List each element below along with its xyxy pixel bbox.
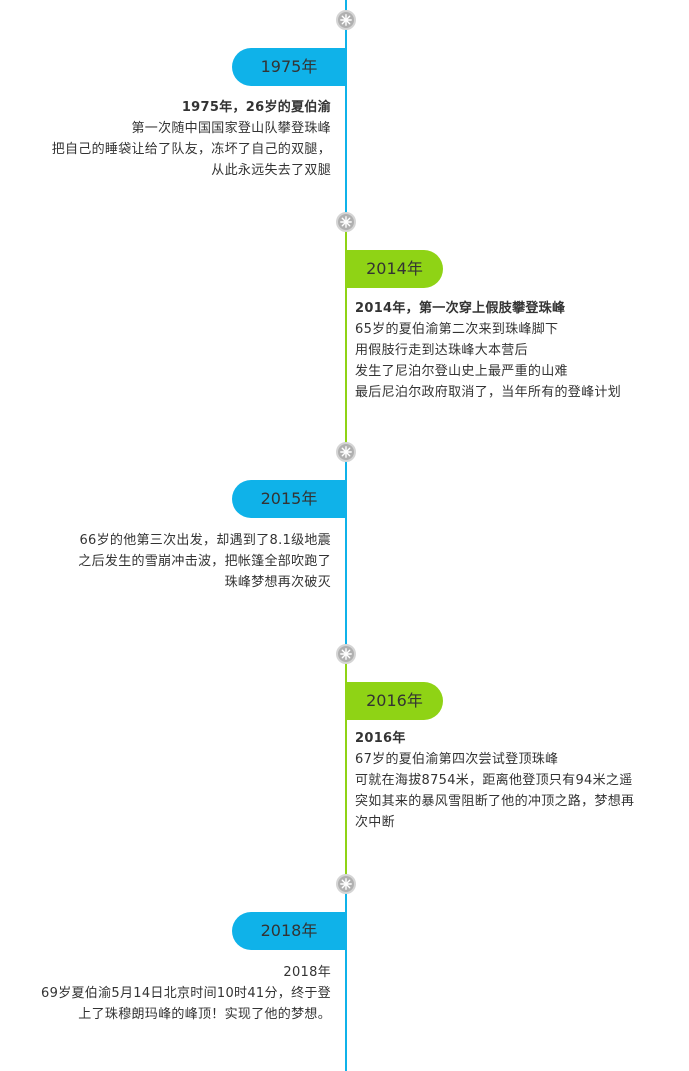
timeline-line-segment (345, 0, 347, 222)
event-text-2015: 66岁的他第三次出发，却遇到了8.1级地震 之后发生的雪崩冲击波，把帐篷全部吹跑… (78, 530, 331, 593)
event-headline: 1975年，26岁的夏伯渝 (181, 100, 331, 115)
event-line: 69岁夏伯渝5月14日北京时间10时41分，终于登 (41, 986, 331, 1001)
event-text-2016: 2016年 67岁的夏伯渝第四次尝试登顶珠峰 可就在海拔8754米，距离他登顶只… (355, 728, 634, 833)
event-text-2014: 2014年，第一次穿上假肢攀登珠峰 65岁的夏伯渝第二次来到珠峰脚下 用假肢行走… (355, 298, 621, 403)
event-headline: 2014年，第一次穿上假肢攀登珠峰 (355, 301, 566, 316)
event-line: 把自己的睡袋让给了队友，冻坏了自己的双腿， (51, 142, 331, 157)
event-line: 用假肢行走到达珠峰大本营后 (355, 343, 528, 358)
event-line: 2018年 (283, 965, 331, 980)
timeline-line-segment (345, 654, 347, 884)
event-line: 66岁的他第三次出发，却遇到了8.1级地震 (79, 533, 331, 548)
event-text-2018: 2018年 69岁夏伯渝5月14日北京时间10时41分，终于登 上了珠穆朗玛峰的… (41, 962, 331, 1025)
event-line: 可就在海拔8754米，距离他登顶只有94米之遥 (355, 773, 633, 788)
event-line: 第一次随中国国家登山队攀登珠峰 (131, 121, 331, 136)
year-pill-1975: 1975年 (232, 48, 346, 86)
event-line: 上了珠穆朗玛峰的峰顶！实现了他的梦想。 (78, 1007, 331, 1022)
year-pill-2016: 2016年 (346, 682, 443, 720)
event-line: 次中断 (355, 815, 395, 830)
event-line: 之后发生的雪崩冲击波，把帐篷全部吹跑了 (78, 554, 331, 569)
event-line: 最后尼泊尔政府取消了，当年所有的登峰计划 (355, 385, 622, 400)
timeline-node-icon (336, 10, 356, 30)
timeline-line-segment (345, 884, 347, 1071)
timeline-line-segment (345, 222, 347, 452)
event-line: 发生了尼泊尔登山史上最严重的山难 (355, 364, 568, 379)
timeline-node-icon (336, 874, 356, 894)
event-line: 从此永远失去了双腿 (211, 163, 331, 178)
year-pill-2014: 2014年 (346, 250, 443, 288)
event-line: 65岁的夏伯渝第二次来到珠峰脚下 (355, 322, 559, 337)
timeline-node-icon (336, 644, 356, 664)
year-pill-2018: 2018年 (232, 912, 346, 950)
event-text-1975: 1975年，26岁的夏伯渝 第一次随中国国家登山队攀登珠峰 把自己的睡袋让给了队… (52, 97, 331, 181)
timeline-node-icon (336, 212, 356, 232)
timeline-node-icon (336, 442, 356, 462)
event-line: 珠峰梦想再次破灭 (224, 575, 331, 590)
event-line: 突如其来的暴风雪阻断了他的冲顶之路，梦想再 (355, 794, 635, 809)
year-pill-2015: 2015年 (232, 480, 346, 518)
event-line: 67岁的夏伯渝第四次尝试登顶珠峰 (355, 752, 559, 767)
event-headline: 2016年 (355, 731, 406, 746)
timeline-line-segment (345, 452, 347, 654)
